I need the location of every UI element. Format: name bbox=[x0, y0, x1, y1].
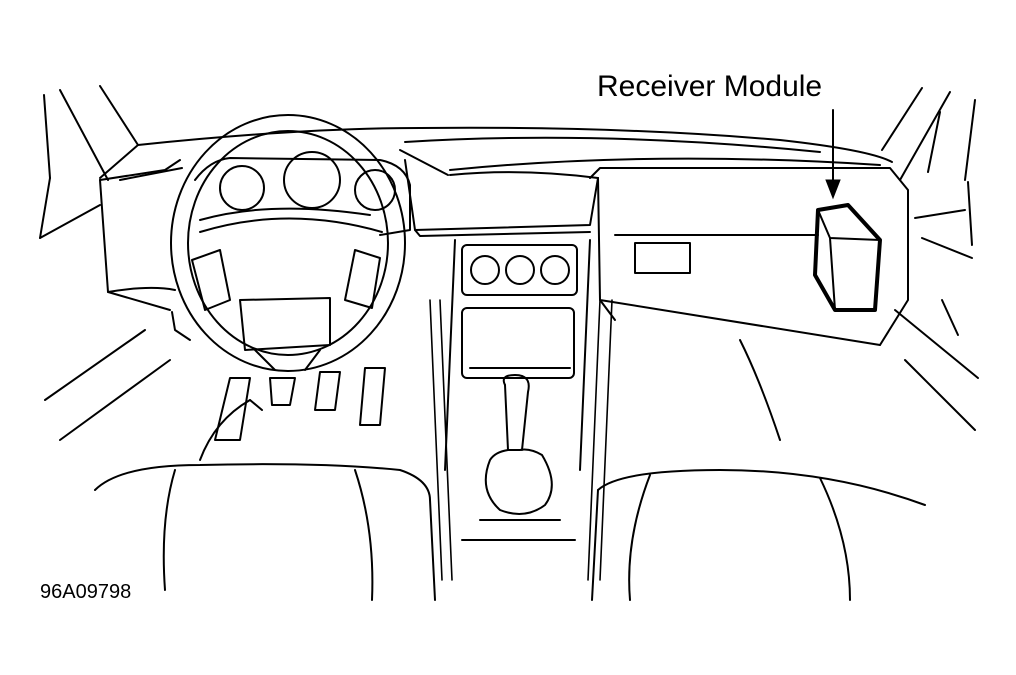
callout-arrow bbox=[825, 109, 841, 200]
pedals bbox=[214, 367, 386, 441]
left-seat bbox=[94, 463, 436, 601]
center-stack bbox=[444, 239, 591, 471]
gear-shifter bbox=[479, 374, 561, 521]
steering-wheel bbox=[170, 114, 406, 372]
right-dash-panel bbox=[589, 167, 909, 346]
receiver-module-label: Receiver Module bbox=[597, 70, 823, 103]
right-seat bbox=[591, 469, 926, 601]
figure-code: 96A09798 bbox=[40, 581, 132, 603]
right-door bbox=[739, 209, 979, 441]
left-door bbox=[44, 311, 251, 461]
windshield-frame bbox=[39, 85, 976, 246]
dashboard-top bbox=[137, 126, 893, 176]
receiver-module-box bbox=[813, 203, 882, 312]
center-dash bbox=[404, 159, 599, 237]
center-console bbox=[429, 299, 613, 581]
left-dash-panel bbox=[99, 144, 183, 311]
